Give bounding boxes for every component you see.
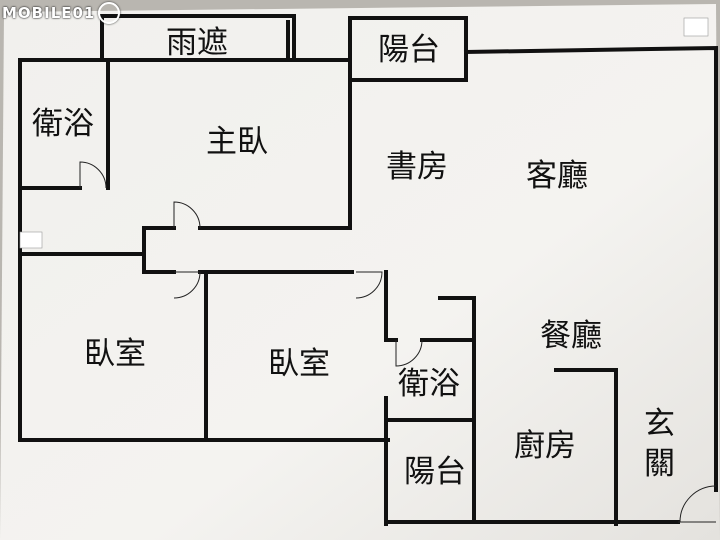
door-master-bath: [79, 161, 107, 189]
label-kitchen: 廚房: [514, 428, 576, 464]
doors: [79, 161, 717, 523]
label-master-bedroom: 主臥: [206, 124, 268, 160]
door-bedroom-center: [355, 271, 383, 299]
door-entrance: [678, 485, 717, 523]
label-study: 書房: [386, 149, 448, 185]
mobile01-logo-icon: [98, 2, 121, 24]
label-dining-room: 餐廳: [540, 318, 602, 354]
area-note-top-right: [683, 17, 709, 37]
area-note-left: [19, 231, 43, 249]
label-bedroom-center: 臥室: [268, 346, 330, 382]
mobile01-brand-text: MOBILE01: [2, 4, 96, 22]
label-balcony-bottom: 陽台: [404, 454, 466, 490]
mobile01-watermark: MOBILE01: [2, 2, 121, 24]
walls: [18, 14, 718, 526]
label-living-room: 客廳: [526, 158, 588, 194]
label-bathroom-master: 衛浴: [32, 106, 94, 142]
door-master-bedroom: [173, 201, 201, 229]
door-bedroom-left: [173, 271, 201, 299]
label-balcony-top: 陽台: [378, 32, 440, 68]
label-bathroom-center: 衛浴: [398, 366, 460, 402]
door-center-bath: [395, 339, 423, 367]
label-bedroom-left: 臥室: [84, 336, 146, 372]
label-entrance-1: 玄關: [644, 406, 675, 482]
label-rain-shelter: 雨遮: [166, 25, 228, 61]
